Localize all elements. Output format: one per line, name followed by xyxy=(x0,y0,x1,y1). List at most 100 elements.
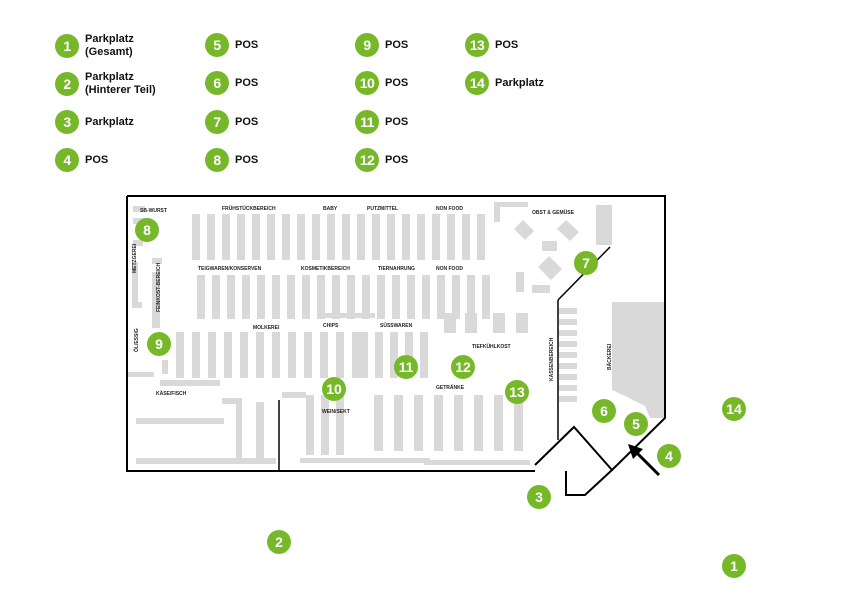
svg-text:11: 11 xyxy=(399,359,414,375)
shelf xyxy=(257,275,265,319)
shelf xyxy=(559,363,577,369)
marker-badge: 3 xyxy=(55,110,79,134)
svg-text:9: 9 xyxy=(155,336,163,352)
shelf xyxy=(422,275,430,319)
shelf xyxy=(559,330,577,336)
shelf xyxy=(128,372,154,377)
shelf xyxy=(176,332,184,378)
shelf xyxy=(287,275,295,319)
shelf xyxy=(272,275,280,319)
svg-text:10: 10 xyxy=(326,381,342,397)
shelf xyxy=(133,240,143,246)
shelf xyxy=(288,332,296,378)
legend-item-1: 1 Parkplatz (Gesamt) xyxy=(55,33,134,59)
shelf xyxy=(256,332,264,378)
shelf xyxy=(559,396,577,402)
shelf xyxy=(357,214,365,260)
shelf xyxy=(447,214,455,260)
marker-badge: 2 xyxy=(55,72,79,96)
marker-badge: 14 xyxy=(465,71,489,95)
shelf xyxy=(377,275,385,319)
map-marker-4: 4 xyxy=(657,444,681,468)
shelf xyxy=(272,332,280,378)
shelf xyxy=(240,332,248,378)
shelf xyxy=(300,458,430,463)
legend-label: POS xyxy=(385,38,409,51)
shelf xyxy=(434,395,443,451)
shelf xyxy=(352,332,360,378)
shelf xyxy=(493,313,505,333)
shelf xyxy=(336,395,344,455)
shelf xyxy=(532,285,550,293)
map-marker-7: 7 xyxy=(574,251,598,275)
shelf xyxy=(192,332,200,378)
map-marker-8: 8 xyxy=(135,218,159,242)
dept-tiefkuehlkost: TIEFKÜHLKOST xyxy=(472,343,511,350)
dept-kaese-fisch: KÄSE/FISCH xyxy=(156,390,187,397)
display-table xyxy=(557,220,579,241)
wall-west-south xyxy=(126,196,535,472)
shelf xyxy=(360,332,368,378)
svg-text:7: 7 xyxy=(582,255,590,271)
dept-feinkost: FEINKOST-BEREICH xyxy=(156,262,162,312)
shelf xyxy=(227,275,235,319)
shelf xyxy=(494,395,503,451)
shelf xyxy=(256,402,264,462)
shelf xyxy=(542,241,557,251)
shelf xyxy=(152,272,160,328)
shelf xyxy=(237,214,245,260)
dept-chips: CHIPS xyxy=(323,323,339,329)
shelf xyxy=(136,458,276,464)
legend-label: Parkplatz (Gesamt) xyxy=(85,33,134,58)
shelf xyxy=(207,214,215,260)
legend-label: POS xyxy=(385,115,409,128)
shelf xyxy=(392,275,400,319)
dept-fruehstueck: FRÜHSTÜCKBEREICH xyxy=(222,205,276,212)
marker-badge: 8 xyxy=(205,148,229,172)
shelf xyxy=(192,214,200,260)
legend-item-2: 2 Parkplatz (Hinterer Teil) xyxy=(55,71,156,97)
shelf xyxy=(132,262,138,302)
shelf xyxy=(236,398,242,464)
legend-label: POS xyxy=(385,76,409,89)
display-table xyxy=(538,256,562,280)
shelves xyxy=(128,202,666,465)
dept-baeckerei: BÄCKEREI xyxy=(606,343,613,370)
shelf xyxy=(372,214,380,260)
shelf xyxy=(317,275,325,319)
shelf xyxy=(282,392,306,398)
shelf xyxy=(132,302,142,308)
svg-text:6: 6 xyxy=(600,403,608,419)
map-marker-3: 3 xyxy=(527,485,551,509)
shelf xyxy=(212,275,220,319)
shelf xyxy=(482,275,490,319)
legend-label: Parkplatz xyxy=(85,115,134,128)
legend-item-8: 8 POS xyxy=(205,148,258,172)
map-marker-12: 12 xyxy=(451,355,475,379)
shelf xyxy=(390,332,398,378)
shelf xyxy=(224,332,232,378)
svg-text:1: 1 xyxy=(730,558,738,574)
map-marker-13: 13 xyxy=(505,380,529,404)
display-table xyxy=(612,302,666,418)
shelf xyxy=(327,214,335,260)
shelf xyxy=(420,332,428,378)
entrance-wall xyxy=(534,425,614,496)
map-marker-5: 5 xyxy=(624,412,648,436)
shelf xyxy=(321,395,329,455)
svg-text:13: 13 xyxy=(509,384,525,400)
shelf xyxy=(559,341,577,347)
shelf xyxy=(394,395,403,451)
dept-baby: BABY xyxy=(323,206,338,212)
shelf xyxy=(136,418,224,424)
shelf xyxy=(559,352,577,358)
shelf xyxy=(407,275,415,319)
shelf xyxy=(402,214,410,260)
shelf xyxy=(342,214,350,260)
dept-non-food-1: NON FOOD xyxy=(436,206,463,212)
legend-label: POS xyxy=(495,38,519,51)
shelf xyxy=(516,313,528,333)
shelf xyxy=(320,313,375,318)
legend-item-9: 9 POS xyxy=(355,33,408,57)
